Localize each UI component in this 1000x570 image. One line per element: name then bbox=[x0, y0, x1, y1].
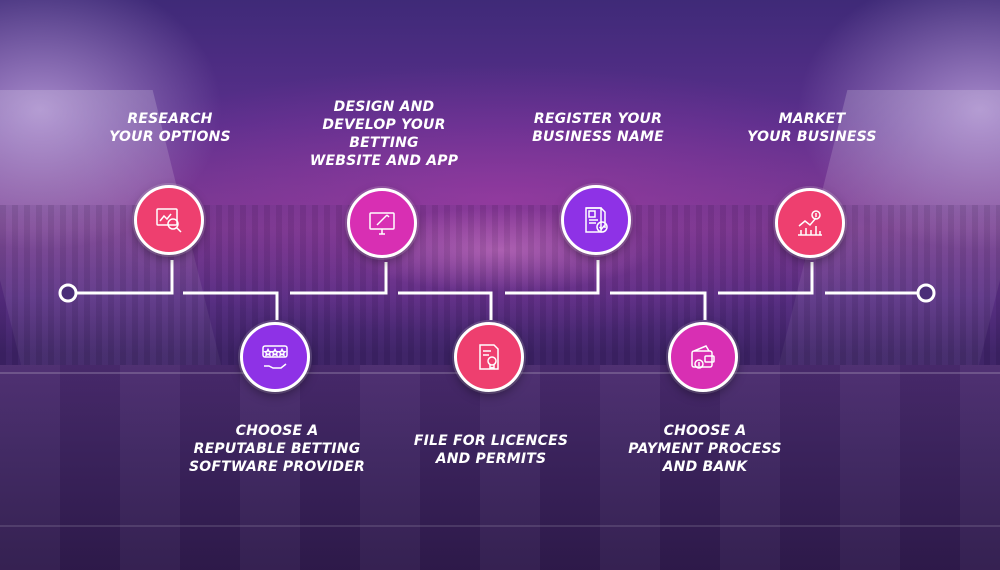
timeline-segment bbox=[290, 262, 388, 295]
timeline-segment bbox=[76, 260, 174, 295]
label-line: REPUTABLE BETTING bbox=[193, 441, 361, 457]
step-payment-badge bbox=[668, 322, 738, 392]
step-design-badge bbox=[347, 188, 417, 258]
timeline-segment bbox=[718, 262, 814, 295]
step-research-badge bbox=[134, 185, 204, 255]
stadium-pitch bbox=[0, 365, 1000, 570]
step-licences-badge bbox=[454, 322, 524, 392]
timeline-segment bbox=[398, 291, 493, 320]
label-line: PAYMENT PROCESS bbox=[628, 441, 782, 457]
timeline-end-node bbox=[916, 283, 936, 303]
step-software-badge bbox=[240, 322, 310, 392]
label-line: RESEARCH bbox=[127, 111, 213, 127]
step-payment-label: CHOOSE A PAYMENT PROCESS AND BANK bbox=[610, 422, 800, 476]
label-line: REGISTER YOUR bbox=[533, 111, 663, 127]
label-line: MARKET bbox=[778, 111, 846, 127]
timeline-start-node bbox=[58, 283, 78, 303]
step-licences-label: FILE FOR LICENCES AND PERMITS bbox=[396, 432, 586, 468]
pitch-line bbox=[0, 525, 1000, 527]
step-design-label: DESIGN AND DEVELOP YOUR BETTING WEBSITE … bbox=[289, 98, 479, 170]
research-chart-icon bbox=[156, 208, 182, 233]
label-line: CHOOSE A bbox=[235, 423, 319, 439]
label-line: YOUR BUSINESS bbox=[747, 129, 877, 145]
label-line: DEVELOP YOUR BETTING bbox=[322, 117, 446, 151]
timeline-segment bbox=[505, 260, 600, 295]
step-research-label: RESEARCH YOUR OPTIONS bbox=[75, 110, 265, 146]
star-rating-hand-icon bbox=[262, 345, 288, 369]
label-line: AND PERMITS bbox=[435, 451, 547, 467]
label-line: WEBSITE AND APP bbox=[309, 153, 459, 169]
step-market-label: MARKET YOUR BUSINESS bbox=[717, 110, 907, 146]
step-software-label: CHOOSE A REPUTABLE BETTING SOFTWARE PROV… bbox=[182, 422, 372, 476]
label-line: SOFTWARE PROVIDER bbox=[189, 459, 365, 475]
label-line: YOUR OPTIONS bbox=[109, 129, 231, 145]
timeline-segment bbox=[183, 291, 279, 320]
label-line: CHOOSE A bbox=[663, 423, 747, 439]
monitor-design-icon bbox=[369, 212, 395, 235]
timeline-segment bbox=[610, 291, 707, 320]
step-register-label: REGISTER YOUR BUSINESS NAME bbox=[503, 110, 693, 146]
registration-document-icon bbox=[585, 207, 608, 233]
market-growth-chart-icon bbox=[798, 210, 822, 236]
label-line: AND BANK bbox=[662, 459, 748, 475]
step-market-badge bbox=[775, 188, 845, 258]
step-register-badge bbox=[561, 185, 631, 255]
certificate-document-icon bbox=[479, 344, 499, 370]
label-line: DESIGN AND bbox=[333, 99, 435, 115]
label-line: FILE FOR LICENCES bbox=[413, 433, 569, 449]
wallet-cash-icon bbox=[691, 345, 715, 369]
label-line: BUSINESS NAME bbox=[532, 129, 664, 145]
